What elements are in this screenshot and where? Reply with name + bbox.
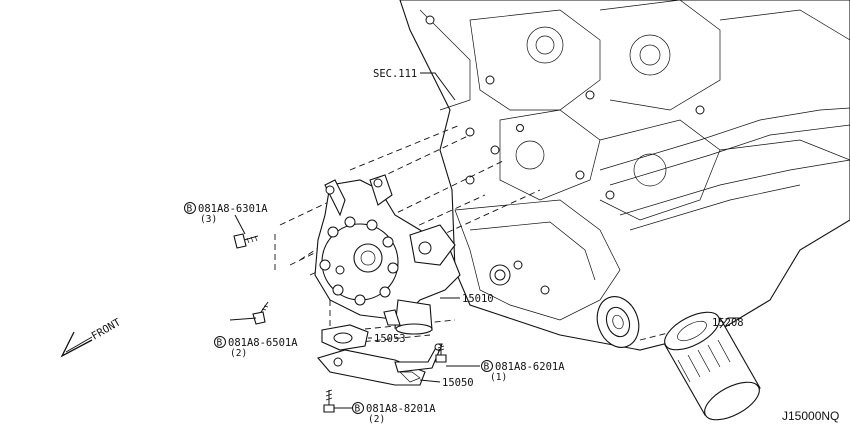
front-label: FRONT — [90, 316, 124, 343]
bolt-8201-drawing — [323, 389, 335, 413]
bolt-callout-8201: B 081A8-8201A (2) — [352, 402, 436, 425]
bolt-qty: (2) — [368, 414, 385, 425]
part-label-15010: 15010 — [462, 293, 494, 305]
bolt-6301-drawing — [233, 233, 259, 249]
bolt-symbol-icon — [352, 402, 364, 414]
bolt-qty: (2) — [230, 348, 247, 359]
strainer-15050 — [317, 343, 443, 386]
part-label-15208: 15208 — [712, 317, 744, 329]
bolt-qty: (3) — [200, 214, 217, 225]
bolt-symbol: B — [217, 338, 223, 349]
bolt-symbol: B — [355, 404, 361, 415]
bolt-callout-6201: B 081A8-6201A (1) — [481, 360, 565, 383]
gasket-15053 — [321, 324, 369, 351]
bolt-callout-6501: B 081A8-6501A (2) — [214, 336, 298, 359]
diagram-id: J15000NQ — [782, 409, 839, 423]
bolt-symbol: B — [187, 204, 193, 215]
bolt-qty: (1) — [490, 372, 507, 383]
leader-lines — [229, 72, 740, 409]
part-label-15050: 15050 — [442, 377, 474, 389]
bolt-callout-6301: B 081A8-6301A (3) — [184, 202, 268, 225]
bolt-symbol-icon — [184, 202, 196, 214]
bolt-number: 081A8-8201A — [366, 403, 436, 415]
oil-pump-15010 — [314, 174, 461, 335]
bolt-symbol-icon — [214, 336, 226, 348]
part-label-15053: 15053 — [374, 333, 406, 345]
bolt-6501-drawing — [252, 301, 269, 325]
bolt-number: 081A8-6501A — [228, 337, 298, 349]
bolt-symbol: B — [484, 362, 490, 373]
front-arrow: FRONT — [60, 316, 124, 358]
section-ref-label: SEC.111 — [373, 68, 417, 80]
engine-block — [399, 0, 850, 351]
bolt-symbol-icon — [481, 360, 493, 372]
oil-filter-15208 — [664, 311, 761, 421]
bolt-6201-drawing — [435, 345, 447, 363]
bolt-number: 081A8-6301A — [198, 203, 268, 215]
bolt-number: 081A8-6201A — [495, 361, 565, 373]
